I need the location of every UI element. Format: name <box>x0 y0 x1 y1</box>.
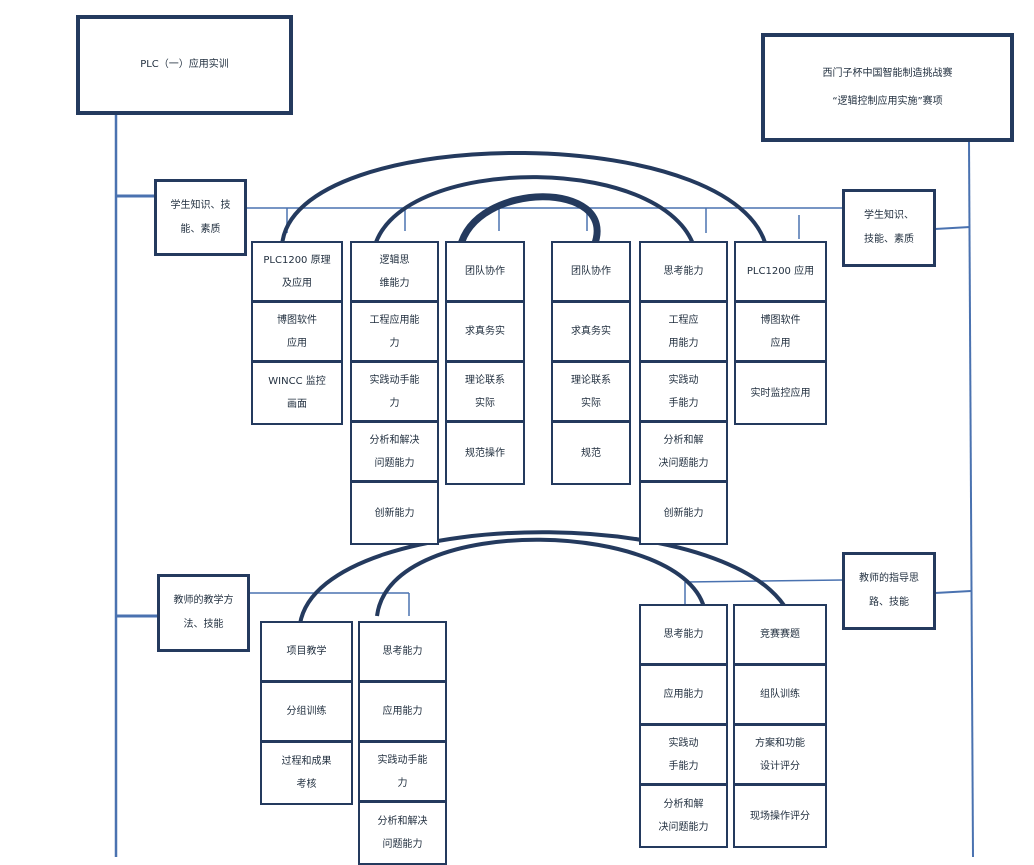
student-column-abilities-right: 思考能力 工程应 用能力 实践动 手能力 分析和解 决问题能力 创新能力 <box>639 241 728 545</box>
cell: 团队协作 <box>447 243 523 303</box>
cell: 分组训练 <box>262 683 351 743</box>
student-left-box: 学生知识、技 能、素质 <box>154 179 247 256</box>
cell: 实践动手能 力 <box>360 743 445 803</box>
cell: 求真务实 <box>553 303 629 363</box>
cell: 应用能力 <box>360 683 445 743</box>
cell: 思考能力 <box>641 243 726 303</box>
teacher-right-bus <box>684 579 844 583</box>
arc-plc-to-plc <box>280 151 770 259</box>
cell: 组队训练 <box>735 666 825 726</box>
cell: 规范 <box>581 447 601 459</box>
cell: WINCC 监控 画面 <box>268 376 326 410</box>
competition-title-line1: 西门子杯中国智能制造挑战赛 <box>822 67 953 79</box>
student-column-plc-application: PLC1200 应用 博图软件 应用 实时监控应用 <box>734 241 827 425</box>
cell: 应用能力 <box>641 666 726 726</box>
cell: 博图软件 应用 <box>253 303 341 363</box>
cell: 逻辑思 维能力 <box>352 243 437 303</box>
teacher-column-methods: 项目教学 分组训练 过程和成果 考核 <box>260 621 353 805</box>
cell: 博图软件 应用 <box>736 303 825 363</box>
cell: 思考能力 <box>360 623 445 683</box>
competition-title-line2: “逻辑控制应用实施”赛项 <box>832 95 943 107</box>
teacher-column-abilities-right: 思考能力 应用能力 实践动 手能力 分析和解 决问题能力 <box>639 604 728 848</box>
cell: 创新能力 <box>374 507 415 519</box>
arc-thinking-to-thinking <box>375 537 707 617</box>
student-column-plc-basics: PLC1200 原理 及应用 博图软件 应用 WINCC 监控 画面 <box>251 241 343 425</box>
teacher-left-box: 教师的教学方 法、技能 <box>157 574 250 652</box>
cell: 理论联系 实际 <box>447 363 523 423</box>
cell: 分析和解决 问题能力 <box>352 423 437 483</box>
cell: 实践动 手能力 <box>641 726 726 786</box>
cell: 工程应 用能力 <box>641 303 726 363</box>
student-column-abilities-left: 逻辑思 维能力 工程应用能 力 实践动手能 力 分析和解决 问题能力 创新能力 <box>350 241 439 545</box>
branch-student-right <box>934 226 971 230</box>
student-column-quality-left: 团队协作 求真务实 理论联系 实际 规范操作 <box>445 241 525 485</box>
cell: 竞赛赛题 <box>735 606 825 666</box>
cell: 分析和解决 问题能力 <box>377 816 428 850</box>
cell: 创新能力 <box>663 507 704 519</box>
cell: 过程和成果 考核 <box>281 756 332 790</box>
arc-project-to-contest <box>298 530 797 635</box>
cell: 团队协作 <box>553 243 629 303</box>
teacher-column-abilities-left: 思考能力 应用能力 实践动手能 力 分析和解决 问题能力 <box>358 621 447 865</box>
right-spine-line <box>968 141 974 857</box>
student-column-quality-right: 团队协作 求真务实 理论联系 实际 规范 <box>551 241 631 485</box>
cell: 规范操作 <box>465 447 505 459</box>
cell: 方案和功能 设计评分 <box>735 726 825 786</box>
student-right-label: 学生知识、 技能、素质 <box>864 210 914 245</box>
cell: 现场操作评分 <box>750 810 810 822</box>
course-title: PLC（一）应用实训 <box>140 59 229 70</box>
course-title-box: PLC（一）应用实训 <box>76 15 293 115</box>
cell: 思考能力 <box>641 606 726 666</box>
cell: 分析和解 决问题能力 <box>641 423 726 483</box>
teacher-right-box: 教师的指导思 路、技能 <box>842 552 936 630</box>
cell: 项目教学 <box>262 623 351 683</box>
arc-team-to-team <box>456 193 601 249</box>
cell: 理论联系 实际 <box>553 363 629 423</box>
cell: 实践动 手能力 <box>641 363 726 423</box>
cell: PLC1200 应用 <box>736 243 825 303</box>
competition-title-box: 西门子杯中国智能制造挑战赛 “逻辑控制应用实施”赛项 <box>761 33 1014 142</box>
branch-teacher-right <box>934 590 972 594</box>
teacher-right-label: 教师的指导思 路、技能 <box>859 573 919 608</box>
cell: 分析和解 决问题能力 <box>658 799 709 833</box>
arc-logic-to-thinking <box>371 175 699 263</box>
cell: 实践动手能 力 <box>352 363 437 423</box>
teacher-left-label: 教师的教学方 法、技能 <box>173 595 234 630</box>
cell: 工程应用能 力 <box>352 303 437 363</box>
teacher-column-competition: 竞赛赛题 组队训练 方案和功能 设计评分 现场操作评分 <box>733 604 827 848</box>
cell: 求真务实 <box>447 303 523 363</box>
cell: 实时监控应用 <box>750 387 811 399</box>
student-left-label: 学生知识、技 能、素质 <box>170 199 231 235</box>
cell: PLC1200 原理 及应用 <box>253 243 341 303</box>
student-right-box: 学生知识、 技能、素质 <box>842 189 936 267</box>
